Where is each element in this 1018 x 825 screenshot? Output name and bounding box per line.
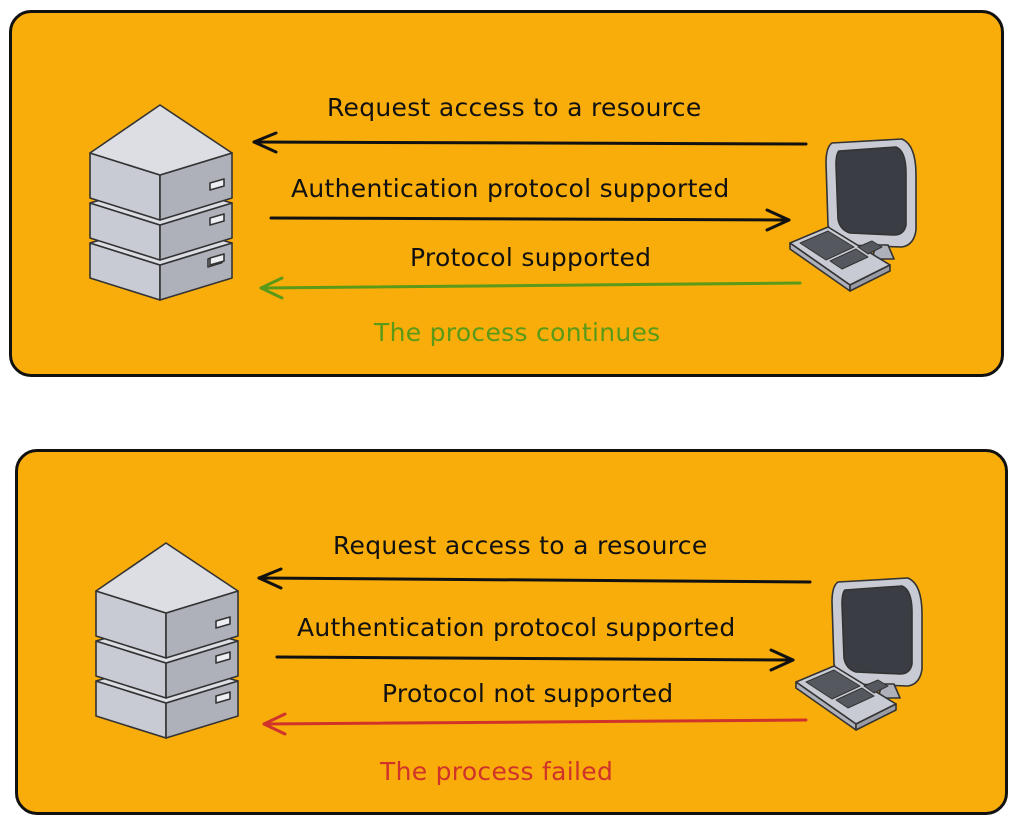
message-label-request: Request access to a resource [333, 531, 708, 560]
message-label-response: Protocol supported [410, 243, 652, 272]
outcome-label: The process continues [374, 318, 661, 347]
arrow-response-to-server [262, 712, 808, 736]
server-stack-icon [89, 104, 233, 301]
arrow-response-to-server [259, 276, 802, 300]
message-label-protocol: Authentication protocol supported [291, 174, 730, 203]
arrow-protocol-to-client [275, 648, 795, 672]
outcome-label: The process failed [380, 757, 614, 786]
scenario-panel-failure: Request access to a resource Authenticat… [15, 449, 1008, 815]
arrow-protocol-to-client [269, 208, 791, 232]
desktop-computer-icon [789, 138, 917, 292]
message-label-response: Protocol not supported [382, 679, 674, 708]
arrow-request-to-server [257, 567, 812, 590]
server-stack-icon [95, 542, 239, 739]
message-label-protocol: Authentication protocol supported [297, 613, 736, 642]
message-label-request: Request access to a resource [327, 93, 702, 122]
desktop-computer-icon [795, 577, 923, 731]
arrow-request-to-server [252, 131, 808, 154]
scenario-panel-success: Request access to a resource Authenticat… [9, 10, 1004, 377]
